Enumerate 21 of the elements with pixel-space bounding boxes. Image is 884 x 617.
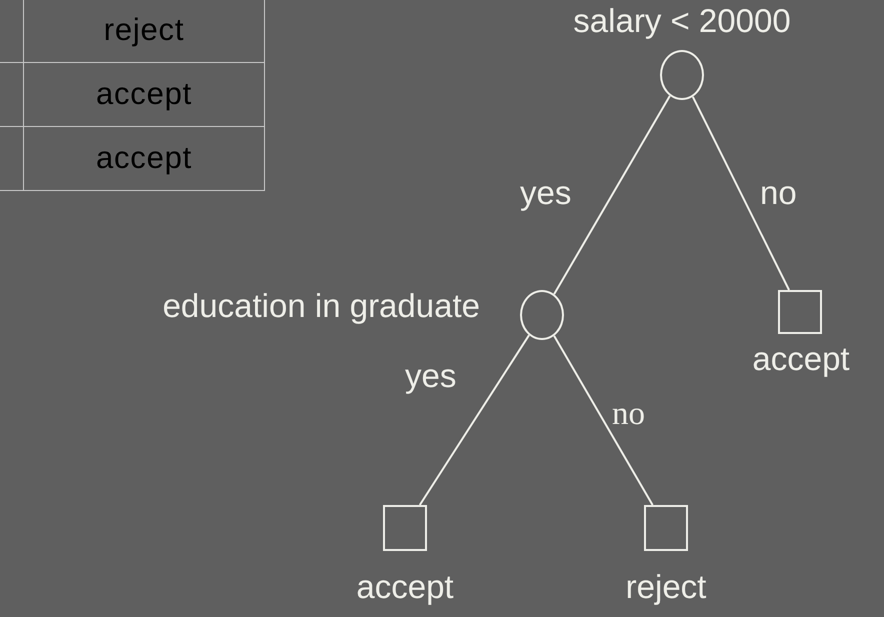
edge-label: yes (520, 173, 572, 213)
leaf-node (644, 505, 688, 551)
node-label: salary < 20000 (573, 2, 791, 39)
decision-node (660, 50, 704, 100)
leaf-node (778, 290, 822, 334)
decision-node (520, 290, 564, 340)
branch-line (692, 96, 790, 290)
node-label: accept (752, 340, 850, 377)
branch-line (418, 334, 530, 506)
node-label: reject (626, 568, 706, 605)
branch-line (553, 335, 654, 506)
edge-label: yes (405, 356, 456, 396)
branch-line (553, 95, 671, 295)
table-cell-text: reject (104, 10, 184, 49)
edge-label: no (760, 173, 797, 213)
node-label: accept (356, 568, 454, 605)
table-cell-text: accept (96, 75, 192, 114)
node-label: education in graduate (162, 287, 480, 324)
edge-label: no (612, 395, 645, 434)
table-cell-text: accept (96, 139, 192, 178)
leaf-node (383, 505, 427, 551)
